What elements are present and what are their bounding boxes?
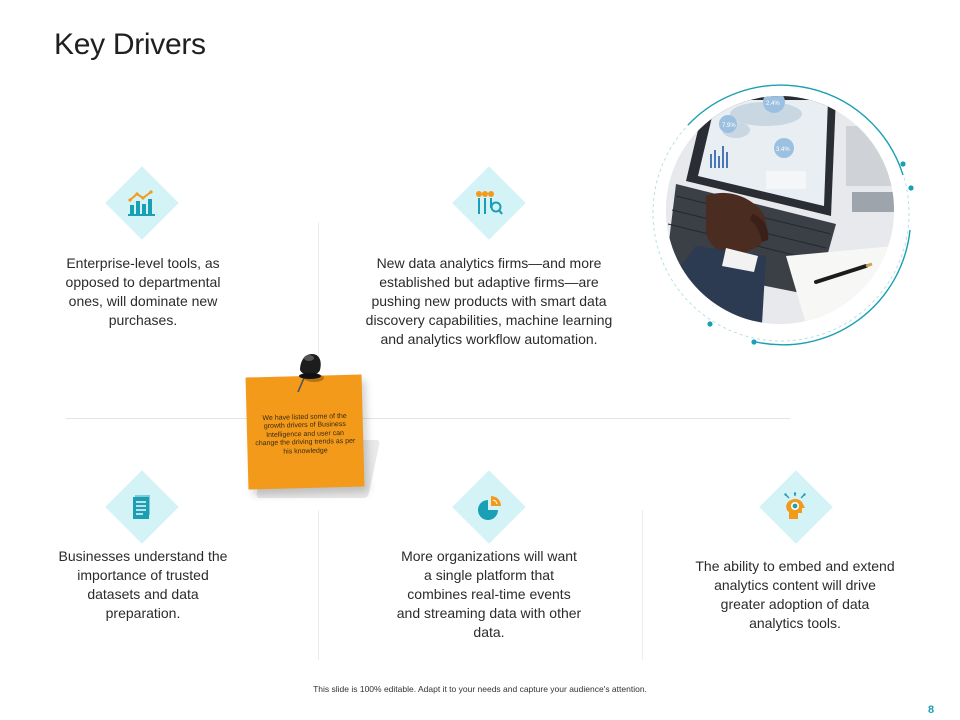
push-pin-icon (297, 354, 324, 393)
sticky-note-text: We have listed some of the growth driver… (255, 412, 356, 456)
vertical-divider-bottom-left (318, 510, 319, 660)
driver-text-5: The ability to embed and extend analytic… (695, 558, 895, 631)
driver-text-3: Businesses understand the importance of … (58, 548, 228, 621)
driver-text-2: New data analytics firms—and more establ… (365, 255, 613, 347)
slide-footer: This slide is 100% editable. Adapt it to… (313, 684, 647, 694)
bar-chart-icon (105, 166, 179, 240)
idea-head-icon (759, 470, 833, 544)
horizontal-divider (66, 418, 790, 419)
driver-text-4: More organizations will want a single pl… (396, 548, 582, 640)
photo-ring-decoration (652, 84, 914, 346)
laptop-photo: 7.9% 3.4% 2.4% (666, 96, 894, 324)
photo-label-2: 3.4% (776, 147, 790, 153)
pie-chart-icon (452, 470, 526, 544)
analytics-search-icon (452, 166, 526, 240)
driver-text-1: Enterprise-level tools, as opposed to de… (65, 255, 221, 328)
document-icon (105, 470, 179, 544)
slide-title: Key Drivers (54, 28, 206, 61)
page-number: 8 (928, 704, 935, 716)
photo-label-3: 2.4% (766, 101, 780, 107)
photo-label-1: 7.9% (722, 123, 736, 129)
vertical-divider-top (318, 222, 319, 372)
vertical-divider-bottom-right (642, 510, 643, 660)
